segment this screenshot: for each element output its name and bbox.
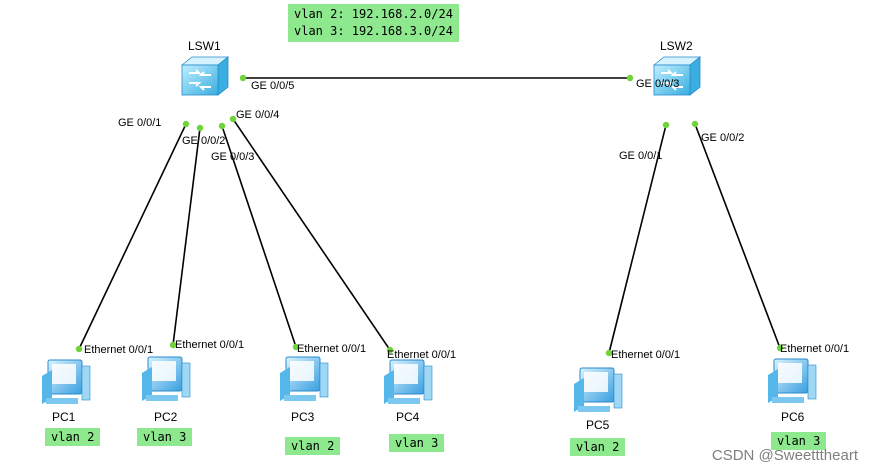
pc6-label: PC6 [781,410,805,424]
pc2-computer-icon[interactable] [141,356,191,402]
pc2-label: PC2 [154,410,178,424]
pc4-vlan-tag: vlan 3 [389,434,445,452]
switch-lsw1[interactable] [181,56,229,96]
vlan-subnet-note: vlan 2: 192.168.2.0/24 vlan 3: 192.168.3… [288,4,459,42]
pc4-label: PC4 [396,410,420,424]
vlan3-subnet-text: vlan 3: 192.168.3.0/24 [294,24,453,38]
pc4-computer-icon[interactable] [383,359,433,405]
port-dot [182,120,190,128]
port-label-pc5-eth: Ethernet 0/0/1 [611,349,680,361]
port-dot [229,115,237,123]
link-lsw2-pc5 [608,124,667,354]
watermark: CSDN @Sweetttheart [711,447,858,464]
pc6-vlan-tag: vlan 3 [771,432,827,450]
switch-lsw1-label: LSW1 [188,39,221,53]
pc3-label: PC3 [291,410,315,424]
port-label-pc6-eth: Ethernet 0/0/1 [780,343,849,355]
vlan2-subnet-text: vlan 2: 192.168.2.0/24 [294,7,453,21]
link-lsw1-pc4 [232,118,391,351]
port-dot [239,74,247,82]
port-dot [691,120,699,128]
port-label-lsw2-ge3: GE 0/0/3 [636,78,679,90]
link-lsw2-pc6 [694,123,781,349]
port-label-lsw1-ge2: GE 0/0/2 [182,135,225,147]
port-dot [605,349,613,357]
port-dot [626,74,634,82]
port-dot [386,346,394,354]
port-label-pc1-eth: Ethernet 0/0/1 [84,344,153,356]
pc1-label: PC1 [52,410,76,424]
pc5-vlan-tag: vlan 2 [570,438,626,456]
link-lsw1-pc1 [78,123,187,350]
port-label-lsw2-ge2: GE 0/0/2 [701,132,744,144]
port-label-pc4-eth: Ethernet 0/0/1 [387,349,456,361]
pc5-label: PC5 [586,418,610,432]
pc3-vlan-tag: vlan 2 [285,437,341,455]
pc5-computer-icon[interactable] [573,367,623,413]
port-label-lsw1-ge4: GE 0/0/4 [236,109,279,121]
port-dot [662,121,670,129]
port-dot [75,345,83,353]
port-label-lsw1-ge1: GE 0/0/1 [118,117,161,129]
port-dot [169,341,177,349]
port-dots [75,74,784,357]
pc1-computer-icon[interactable] [41,359,91,405]
switch-lsw2-label: LSW2 [660,39,693,53]
port-dot [776,344,784,352]
port-dot [292,343,300,351]
port-label-lsw1-ge5: GE 0/0/5 [251,80,294,92]
pc2-vlan-tag: vlan 3 [137,428,193,446]
link-lsw1-pc2 [172,127,201,346]
pc3-computer-icon[interactable] [279,356,329,402]
port-dot [196,124,204,132]
port-label-lsw1-ge3: GE 0/0/3 [211,151,254,163]
port-dot [218,122,226,130]
pc1-vlan-tag: vlan 2 [45,428,101,446]
link-lsw1-pc3 [221,125,297,348]
port-label-lsw2-ge1: GE 0/0/1 [619,150,662,162]
port-label-pc2-eth: Ethernet 0/0/1 [175,339,244,351]
port-label-pc3-eth: Ethernet 0/0/1 [297,343,366,355]
pc6-computer-icon[interactable] [767,358,817,404]
links [78,77,781,354]
